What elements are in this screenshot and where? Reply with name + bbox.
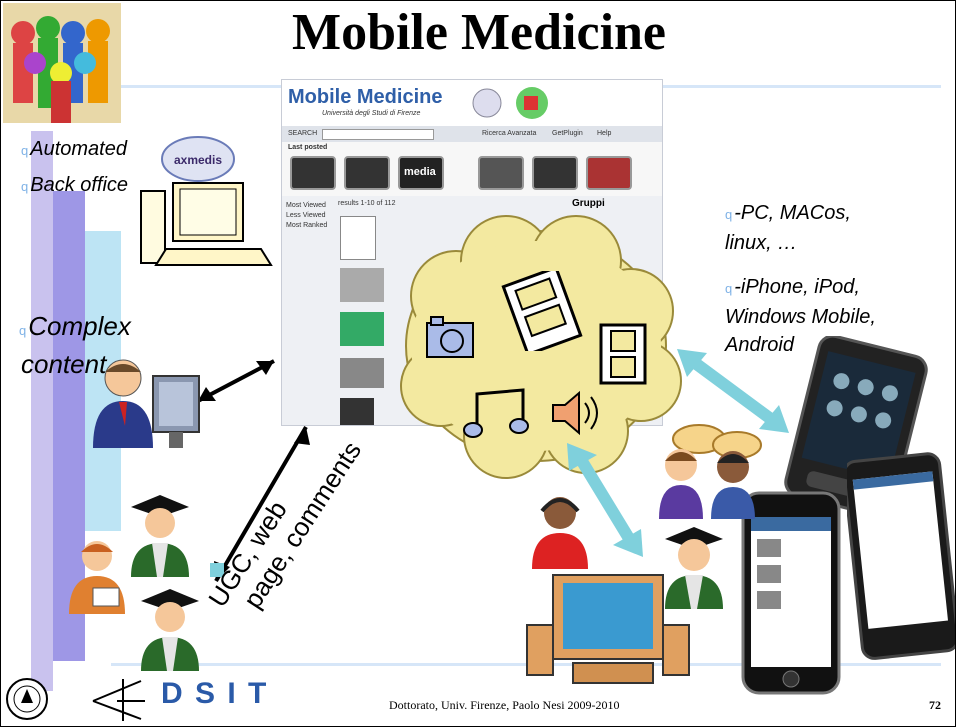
bullet-pc-os-line2: linux, … bbox=[725, 232, 798, 254]
crowd-image bbox=[3, 3, 121, 123]
sidebar-most-ranked[interactable]: Most Ranked bbox=[286, 222, 328, 229]
bullet-back-office-text: Back office bbox=[30, 174, 129, 196]
thumbnail[interactable] bbox=[532, 156, 578, 190]
film-strip-vertical-icon bbox=[599, 323, 647, 385]
bullet-complex-text: Complex bbox=[28, 311, 131, 341]
double-arrow-black bbox=[197, 359, 275, 403]
website-header: Mobile Medicine Università degli Studi d… bbox=[282, 80, 662, 126]
camera-icon bbox=[426, 316, 474, 358]
bullet-pc-os-line1: -PC, MACos, bbox=[734, 202, 851, 224]
bullet-automated-text: Automated bbox=[30, 138, 127, 160]
axmedis-logo: axmedis bbox=[161, 136, 235, 182]
result-row-thumb bbox=[340, 358, 384, 388]
crt-computer-icon bbox=[526, 574, 690, 684]
iphone-icon bbox=[741, 491, 841, 695]
speaker-icon bbox=[552, 390, 598, 436]
bullet-marker: q bbox=[725, 207, 733, 222]
graduate-bottom-icon bbox=[141, 589, 199, 671]
thumbnail[interactable] bbox=[478, 156, 524, 190]
nav-link-getplugin[interactable]: GetPlugin bbox=[552, 130, 583, 137]
footer-text: Dottorato, Univ. Firenze, Paolo Nesi 200… bbox=[389, 698, 620, 712]
bullet-marker: q bbox=[725, 281, 733, 296]
thumbnail[interactable]: media bbox=[398, 156, 444, 190]
graduate-top-icon bbox=[131, 495, 189, 577]
search-box[interactable] bbox=[322, 129, 434, 140]
website-toolbar: SEARCH Ricerca Avanzata GetPlugin Help bbox=[282, 126, 662, 142]
results-count: results 1-10 of 112 bbox=[338, 200, 396, 207]
department-logo-icon bbox=[92, 679, 145, 721]
bullet-content: content bbox=[21, 349, 107, 379]
result-row-thumb bbox=[340, 312, 384, 346]
thumbnail[interactable] bbox=[344, 156, 390, 190]
smartphone-2-icon bbox=[847, 452, 955, 660]
search-label: SEARCH bbox=[288, 130, 318, 137]
bullet-complex: qComplex bbox=[19, 311, 131, 342]
page-number: 72 bbox=[929, 698, 941, 712]
caduceus-icon bbox=[472, 87, 548, 119]
sidebar-most-viewed[interactable]: Most Viewed bbox=[286, 202, 326, 209]
film-strip-icon bbox=[501, 271, 583, 351]
bullet-mobile-line1: -iPhone, iPod, bbox=[734, 276, 860, 298]
result-row-thumb bbox=[340, 268, 384, 302]
graduate-right-icon bbox=[665, 527, 723, 609]
last-posted-label: Last posted bbox=[288, 144, 328, 151]
bullet-mobile-os: q-iPhone, iPod, Windows Mobile, Android bbox=[725, 273, 876, 359]
axmedis-logo-text: axmedis bbox=[174, 153, 222, 167]
thumbnail[interactable] bbox=[290, 156, 336, 190]
sidebar-less-viewed[interactable]: Less Viewed bbox=[286, 212, 326, 219]
user-at-pc-icon bbox=[93, 359, 200, 448]
music-note-icon bbox=[463, 388, 529, 438]
dsit-logo: D S I T bbox=[161, 677, 269, 710]
bullet-mobile-line2: Windows Mobile, bbox=[725, 306, 876, 328]
nav-link-ricerca[interactable]: Ricerca Avanzata bbox=[482, 130, 537, 137]
website-subtitle: Università degli Studi di Firenze bbox=[322, 110, 421, 117]
headset-person-icon bbox=[532, 497, 588, 569]
nav-link-help[interactable]: Help bbox=[597, 130, 612, 137]
double-arrow-students bbox=[210, 425, 310, 583]
university-seal-icon bbox=[6, 678, 48, 720]
student-writing-icon bbox=[69, 541, 125, 614]
slide-title: Mobile Medicine bbox=[291, 4, 667, 61]
bullet-marker: q bbox=[21, 179, 29, 194]
website-logo: Mobile Medicine bbox=[288, 86, 443, 108]
media-word: media bbox=[404, 166, 436, 178]
chatting-people-icon bbox=[659, 449, 755, 519]
gruppi-title: Gruppi bbox=[572, 198, 605, 209]
result-row-thumb bbox=[340, 216, 376, 260]
bullet-pc-os: q-PC, MACos, linux, … bbox=[725, 199, 851, 257]
last-posted-strip: Last posted media bbox=[282, 142, 662, 196]
desktop-computer-icon bbox=[140, 182, 273, 266]
cyan-arrow-phone bbox=[677, 349, 789, 433]
bullet-mobile-line3: Android bbox=[725, 334, 794, 356]
cyan-arrow-pc bbox=[567, 443, 643, 557]
bullet-marker: q bbox=[19, 323, 27, 338]
left-decoration-bar bbox=[31, 131, 53, 691]
thumbnail[interactable] bbox=[586, 156, 632, 190]
result-row-thumb bbox=[340, 398, 374, 425]
bullet-marker: q bbox=[21, 143, 29, 158]
